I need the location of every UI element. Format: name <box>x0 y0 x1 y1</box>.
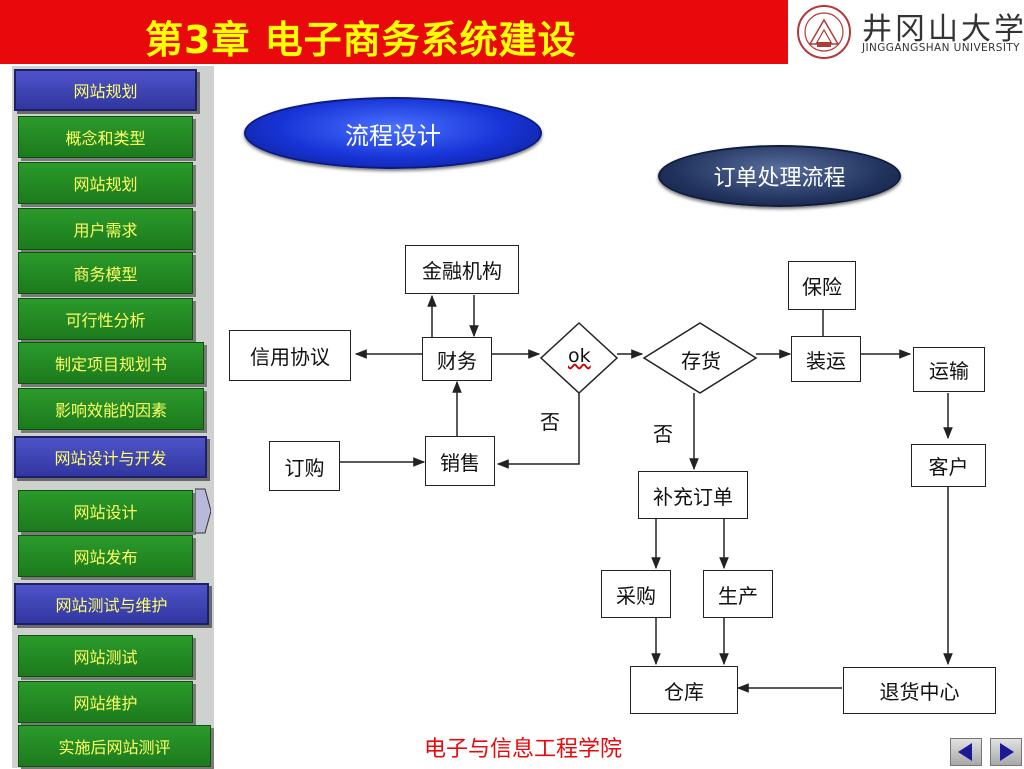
slide-title: 第3章 电子商务系统建设 <box>145 18 577 62</box>
footer-college-name: 电子与信息工程学院 <box>424 737 623 762</box>
order-node: 订购 <box>269 441 340 491</box>
sidebar-item-site-testing[interactable]: 网站测试 <box>18 635 193 677</box>
right-arrow-icon <box>1000 743 1014 761</box>
credit-agreement-node: 信用协议 <box>229 330 351 381</box>
sidebar-item-efficiency-factors[interactable]: 影响效能的因素 <box>18 388 204 430</box>
inventory-decision-diamond <box>642 322 758 394</box>
sidebar-section-design-dev[interactable]: 网站设计与开发 <box>14 436 207 478</box>
section-heading: 流程设计 <box>244 97 542 169</box>
purchase-node: 采购 <box>601 570 671 618</box>
warehouse-node: 仓库 <box>630 666 738 714</box>
ok-no-label: 否 <box>540 410 560 434</box>
sidebar-item-site-maintenance[interactable]: 网站维护 <box>18 681 193 723</box>
current-item-pointer-icon <box>195 488 211 534</box>
customer-node: 客户 <box>911 444 986 487</box>
transport-node: 运输 <box>913 347 985 392</box>
previous-slide-button[interactable] <box>950 738 982 766</box>
loading-node: 装运 <box>791 336 861 382</box>
sidebar-item-user-needs[interactable]: 用户需求 <box>18 208 193 250</box>
title-bar: 第3章 电子商务系统建设 井冈山大学 JINGGANGSHAN UNIVERSI… <box>0 0 1024 64</box>
next-slide-button[interactable] <box>990 738 1022 766</box>
insurance-node: 保险 <box>788 261 856 310</box>
university-name-en: JINGGANGSHAN UNIVERSITY <box>862 42 1020 54</box>
sidebar-item-site-publish[interactable]: 网站发布 <box>18 535 193 577</box>
sidebar-item-site-planning[interactable]: 网站规划 <box>18 162 193 204</box>
sidebar-item-business-model[interactable]: 商务模型 <box>18 252 193 294</box>
sidebar-item-project-plan[interactable]: 制定项目规划书 <box>18 342 204 384</box>
left-arrow-icon <box>958 743 972 761</box>
inventory-no-label: 否 <box>653 422 673 446</box>
finance-node: 财务 <box>422 337 492 381</box>
sidebar-item-feasibility[interactable]: 可行性分析 <box>18 298 193 340</box>
university-emblem-icon <box>797 5 851 59</box>
financial-institution-node: 金融机构 <box>405 245 519 294</box>
flowchart-connectors <box>340 294 953 693</box>
sales-node: 销售 <box>425 436 495 486</box>
ok-decision-label: ok <box>568 345 591 367</box>
sidebar-item-post-evaluation[interactable]: 实施后网站测评 <box>18 725 211 767</box>
return-center-node: 退货中心 <box>843 667 996 714</box>
sidebar-section-testing-maintenance[interactable]: 网站测试与维护 <box>14 583 209 625</box>
sidebar-section-planning[interactable]: 网站规划 <box>14 69 197 111</box>
sidebar-item-concepts[interactable]: 概念和类型 <box>18 116 193 158</box>
sidebar-item-site-design[interactable]: 网站设计 <box>18 490 193 532</box>
diagram-subheading: 订单处理流程 <box>658 145 901 207</box>
replenish-order-node: 补充订单 <box>638 471 748 519</box>
order-process-flowchart: 金融机构 信用协议 财务 ok 存货 保险 装运 运输 订购 销售 客户 补充订… <box>224 238 1000 718</box>
production-node: 生产 <box>703 570 773 618</box>
university-name-cn: 井冈山大学 <box>862 12 1024 47</box>
inventory-decision-label: 存货 <box>681 349 721 373</box>
